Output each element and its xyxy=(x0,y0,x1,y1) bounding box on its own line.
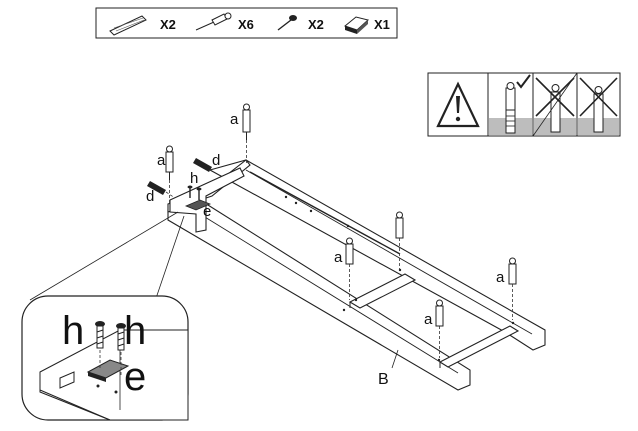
detail-screw-2 xyxy=(116,323,126,376)
cam-bolt-a-1: a xyxy=(230,103,251,165)
dowel-d-1: d xyxy=(146,181,176,205)
screws-h: h xyxy=(187,170,202,200)
rail-b-callout: B xyxy=(378,349,399,388)
frame-assembly xyxy=(167,159,546,391)
detail-screw-1 xyxy=(95,321,105,370)
cam-bolt-a-4: a xyxy=(334,237,354,300)
label-d: d xyxy=(212,152,220,169)
wood-dowel-icon xyxy=(109,15,147,36)
detail-label-h: h xyxy=(124,309,146,353)
bolt-correct-icon xyxy=(489,74,532,135)
cam-bolt-qty: X6 xyxy=(238,17,254,32)
bracket-plate-qty: X1 xyxy=(374,17,390,32)
bolt-overtightened-icon xyxy=(578,77,619,135)
detail-callout: h h e xyxy=(21,211,189,421)
detail-label-h: h xyxy=(62,309,84,353)
label-a: a xyxy=(157,152,166,169)
screw-icon xyxy=(277,15,297,31)
bracket-plate-icon xyxy=(343,16,370,34)
cam-bolt-a-3 xyxy=(395,211,404,270)
label-e: e xyxy=(203,203,211,220)
label-a: a xyxy=(424,311,433,328)
bolt-incorrect-icon xyxy=(532,72,578,137)
warning-triangle-icon xyxy=(436,81,480,128)
label-b: B xyxy=(378,371,389,388)
detail-label-e: e xyxy=(124,355,146,399)
cam-bolt-a-2: a xyxy=(157,145,174,205)
dowel-d-2: d xyxy=(193,152,220,172)
cam-bolt-a-5: a xyxy=(496,257,517,320)
cam-bolt-icon xyxy=(195,12,232,31)
label-a: a xyxy=(230,111,239,128)
cam-bolt-a-6: a xyxy=(424,299,444,358)
dowel-qty: X2 xyxy=(160,17,176,32)
parts-legend: X2 X6 X2 X1 xyxy=(95,7,398,39)
label-a: a xyxy=(496,269,505,286)
warning-panel xyxy=(427,72,621,137)
label-a: a xyxy=(334,249,343,266)
label-h: h xyxy=(190,170,198,187)
screw-qty: X2 xyxy=(308,17,324,32)
plate-e: e xyxy=(184,199,211,220)
label-d: d xyxy=(146,188,154,205)
